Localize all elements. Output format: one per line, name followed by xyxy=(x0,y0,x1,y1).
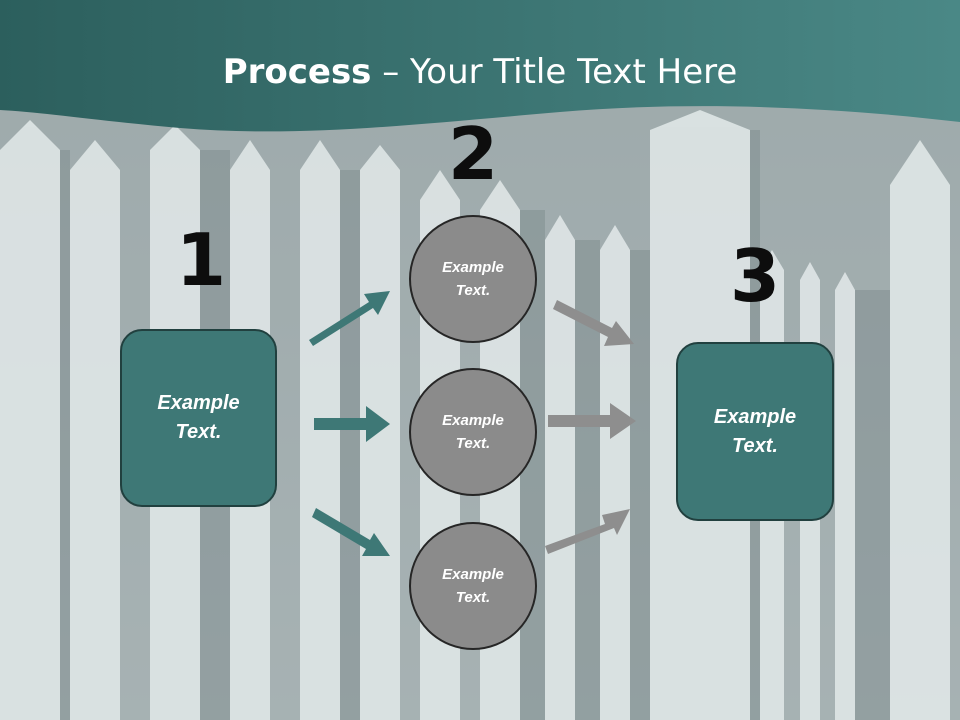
circle-step-bottom: Example Text. xyxy=(409,522,537,650)
circle-top-line1: Example xyxy=(442,259,504,276)
circle-bottom-line2: Text. xyxy=(455,589,491,606)
arrow-down-right-gray xyxy=(553,300,634,346)
step-number-1: 1 xyxy=(176,218,227,302)
circle-top-line2: Text. xyxy=(455,282,491,299)
title-bold: Process xyxy=(222,52,372,92)
right-process-box: Example Text. xyxy=(676,342,834,521)
circle-bottom-line1: Example xyxy=(442,566,504,583)
circle-step-top: Example Text. xyxy=(409,215,537,343)
circle-middle-line2: Text. xyxy=(455,435,491,452)
page-title: Process – Your Title Text Here xyxy=(0,52,960,92)
step-number-2: 2 xyxy=(448,112,499,196)
right-box-text: Example Text. xyxy=(714,403,796,461)
left-box-text: Example Text. xyxy=(157,389,239,447)
arrow-right-teal xyxy=(314,406,390,442)
right-box-line2: Text. xyxy=(732,434,778,457)
left-process-box: Example Text. xyxy=(120,329,277,507)
arrow-up-right-gray xyxy=(545,509,630,554)
circle-middle-line1: Example xyxy=(442,412,504,429)
step-number-3: 3 xyxy=(730,234,781,318)
arrow-down-right-teal xyxy=(312,508,390,556)
arrow-up-right-teal xyxy=(309,291,390,346)
right-box-line1: Example xyxy=(713,405,797,428)
arrow-right-gray xyxy=(548,403,636,439)
circle-step-middle: Example Text. xyxy=(409,368,537,496)
left-box-line1: Example xyxy=(157,392,240,414)
left-box-line2: Text. xyxy=(175,421,222,443)
title-rest: – Your Title Text Here xyxy=(371,52,738,92)
